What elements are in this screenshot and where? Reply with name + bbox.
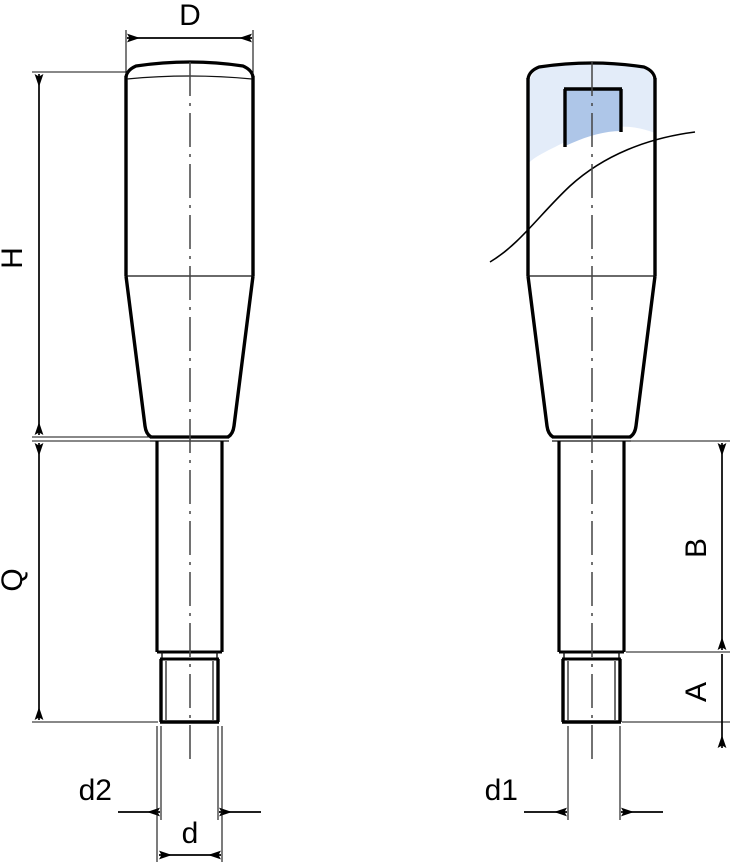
left-view-group: D H Q d2 d xyxy=(0,0,261,862)
bore-outline xyxy=(563,87,623,147)
dimension-d2: d2 xyxy=(79,726,261,820)
thread-outline-left xyxy=(159,652,220,724)
dimension-D: D xyxy=(125,0,254,74)
dimension-d: d xyxy=(156,726,223,862)
handle-taper-left xyxy=(124,275,152,439)
dimension-B: B xyxy=(626,440,730,653)
section-break-line xyxy=(489,131,696,263)
thread-outline-right xyxy=(561,652,622,724)
dimension-Q: Q xyxy=(0,440,158,723)
handle-outline-right xyxy=(526,61,657,442)
dimension-d1: d1 xyxy=(485,726,663,820)
handle-right-taper-left xyxy=(526,275,554,439)
bore-section-fill xyxy=(565,90,621,146)
handle-taper-right xyxy=(227,275,255,439)
dimension-A: A xyxy=(622,654,730,748)
dimension-label-D: D xyxy=(179,0,201,32)
dimension-label-A: A xyxy=(680,682,713,702)
dimension-label-Q: Q xyxy=(0,568,29,591)
dimension-label-H: H xyxy=(0,247,29,269)
dimension-label-B: B xyxy=(680,538,713,558)
dimension-label-d2: d2 xyxy=(79,774,112,807)
dimension-label-d: d xyxy=(182,817,199,850)
dimension-H: H xyxy=(0,71,152,438)
dimension-label-d1: d1 xyxy=(485,774,518,807)
right-view-group: B A d1 xyxy=(485,61,730,820)
handle-right-taper-right xyxy=(629,275,657,439)
